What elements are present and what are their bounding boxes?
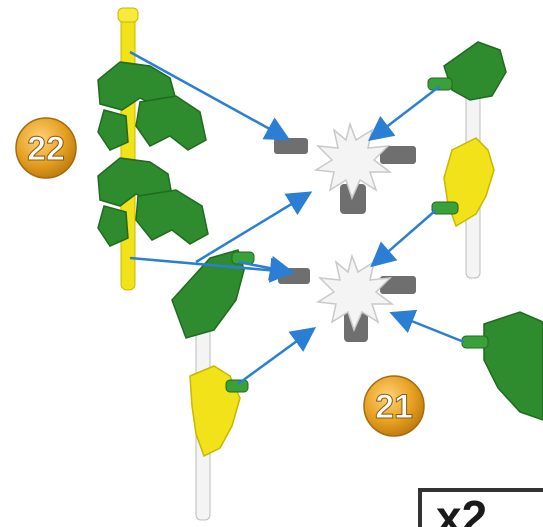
green-peg: [462, 336, 488, 348]
arrow: [374, 210, 436, 264]
step-badge-22: 22: [16, 118, 76, 178]
multiplier-box: x2: [420, 490, 543, 527]
arrow: [372, 86, 440, 138]
step-number-22: 22: [27, 130, 65, 168]
rod-cap: [118, 8, 138, 22]
green-peg: [226, 380, 248, 392]
arrow: [394, 314, 464, 342]
right-lower-assembly: [462, 312, 543, 420]
yellow-rod: [121, 10, 135, 290]
green-peg: [428, 78, 452, 90]
step-badge-21: 21: [364, 376, 424, 436]
white-gear: [316, 124, 390, 198]
green-leaf-piece: [444, 42, 506, 100]
left-lower-assembly: [172, 250, 254, 520]
white-hub-lower: [278, 256, 416, 342]
gray-connector: [274, 138, 308, 154]
green-leaf-piece: [484, 312, 543, 420]
left-rod-assembly: [98, 8, 208, 290]
arrow: [238, 330, 312, 384]
arrow: [196, 194, 308, 262]
multiplier-label: x2: [436, 491, 487, 527]
green-leaf-cluster-lower: [98, 158, 208, 246]
right-upper-assembly: [428, 42, 506, 278]
step-number-21: 21: [375, 388, 413, 426]
green-peg: [432, 202, 458, 214]
green-leaf-cluster-upper: [98, 62, 206, 150]
